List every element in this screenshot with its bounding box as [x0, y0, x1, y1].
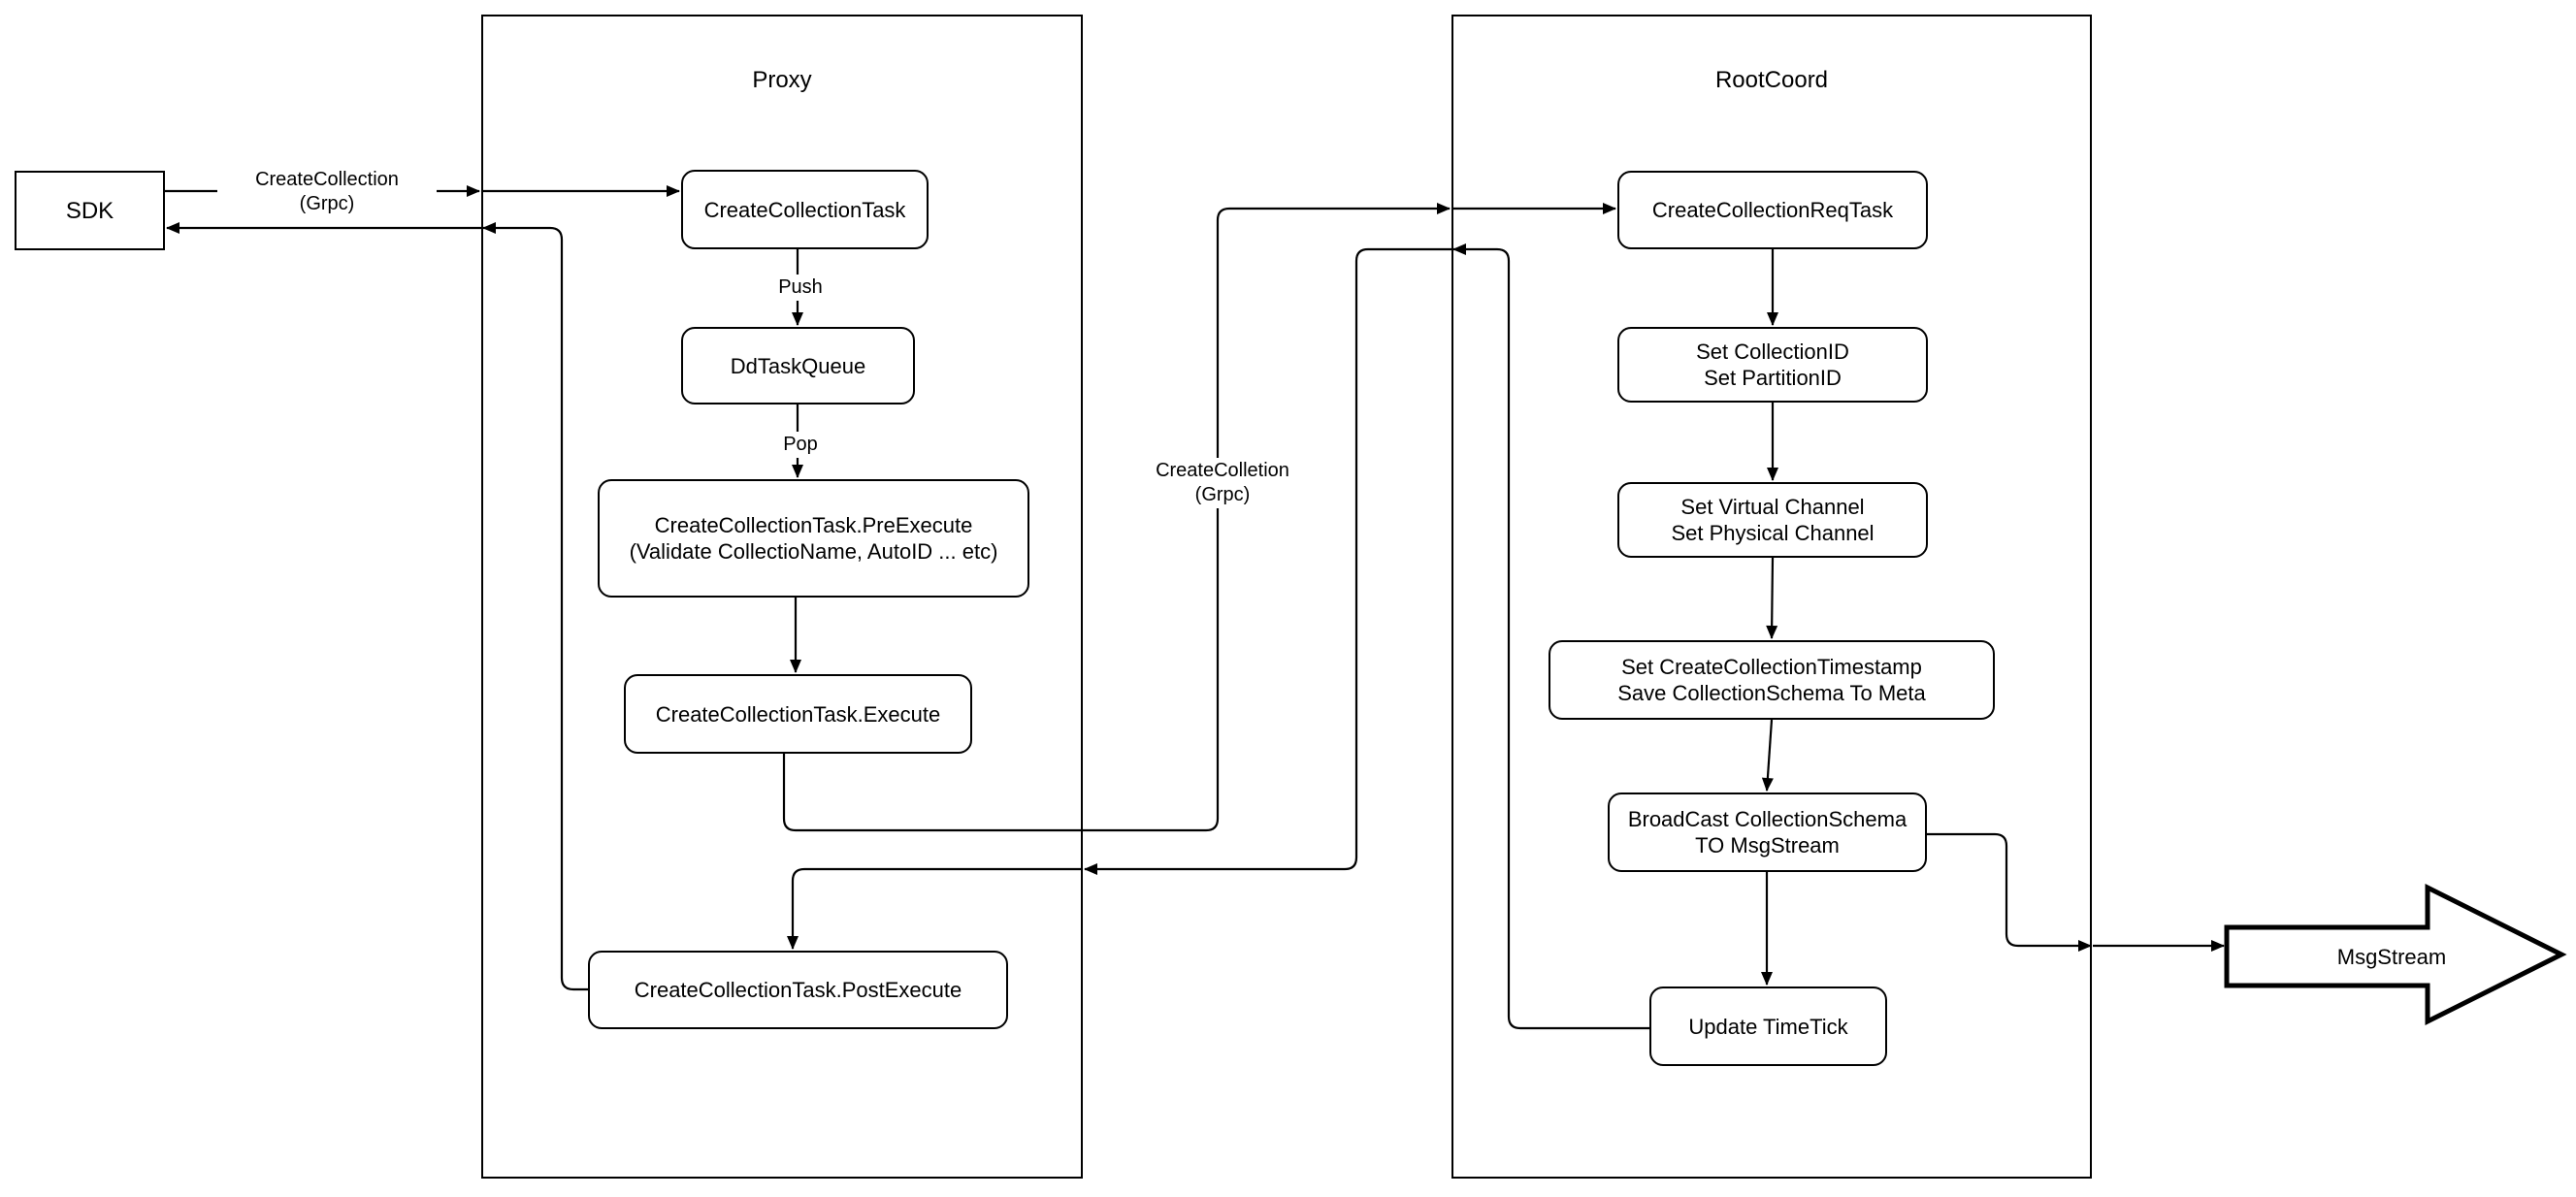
node-create-collection-req-task: CreateCollectionReqTask — [1617, 171, 1928, 249]
edge-label-sdk-request-line2: (Grpc) — [299, 193, 355, 214]
edge-execute-to-rootcoord-border — [782, 203, 1451, 832]
edge-broadcast-to-border — [1927, 832, 2092, 952]
rootcoord-container-title: RootCoord — [1714, 67, 1829, 93]
node-set-channels-line1: Set Virtual Channel — [1680, 495, 1865, 519]
node-post-execute-label: CreateCollectionTask.PostExecute — [634, 978, 962, 1002]
node-set-ids-line1: Set CollectionID — [1696, 340, 1849, 364]
edge-postexecute-response-to-border — [482, 222, 588, 991]
edge-label-sdk-request-line1: CreateCollection — [255, 169, 399, 190]
node-broadcast-line1: BroadCast CollectionSchema — [1627, 807, 1908, 831]
node-set-timestamp-line1: Set CreateCollectionTimestamp — [1621, 655, 1922, 679]
edge-label-sdk-request: CreateCollection (Grpc) — [217, 167, 437, 217]
edge-label-push: Push — [759, 275, 842, 301]
node-execute-label: CreateCollectionTask.Execute — [655, 701, 941, 727]
node-set-ids-line2: Set PartitionID — [1704, 366, 1842, 390]
node-execute: CreateCollectionTask.Execute — [624, 674, 972, 754]
edge-response-to-postexecute — [787, 867, 1083, 950]
node-set-channels-line2: Set Physical Channel — [1671, 521, 1875, 545]
node-set-timestamp: Set CreateCollectionTimestamp Save Colle… — [1549, 640, 1995, 720]
node-set-channels: Set Virtual Channel Set Physical Channel — [1617, 482, 1928, 558]
edge-label-proxy-request: CreateColletion (Grpc) — [1113, 458, 1332, 508]
msgstream-arrow-shape — [2224, 883, 2567, 1026]
node-set-timestamp-line2: Save CollectionSchema To Meta — [1617, 681, 1926, 705]
edge-label-proxy-request-line1: CreateColletion — [1156, 460, 1289, 481]
node-pre-execute-line1: CreateCollectionTask.PreExecute — [654, 513, 973, 537]
node-create-collection-task-label: CreateCollectionTask — [703, 197, 906, 222]
node-sdk: SDK — [15, 171, 165, 250]
node-broadcast: BroadCast CollectionSchema TO MsgStream — [1608, 793, 1927, 872]
proxy-container-title: Proxy — [752, 67, 812, 93]
node-post-execute: CreateCollectionTask.PostExecute — [588, 951, 1008, 1029]
node-update-timetick: Update TimeTick — [1649, 987, 1887, 1066]
node-dd-task-queue: DdTaskQueue — [681, 327, 915, 404]
node-create-collection-task: CreateCollectionTask — [681, 170, 929, 249]
edge-timetick-to-rootcoord-border — [1452, 243, 1649, 1030]
msgstream-label: MsgStream — [2336, 945, 2447, 969]
edge-timestamp-to-broadcast — [1761, 719, 1774, 792]
node-create-collection-req-task-label: CreateCollectionReqTask — [1651, 198, 1894, 222]
node-pre-execute: CreateCollectionTask.PreExecute (Validat… — [598, 479, 1029, 598]
edge-label-pop: Pop — [759, 432, 842, 458]
node-update-timetick-label: Update TimeTick — [1688, 1014, 1848, 1039]
node-broadcast-line2: TO MsgStream — [1695, 833, 1840, 857]
edge-setchannels-to-timestamp — [1766, 557, 1778, 639]
node-sdk-label: SDK — [65, 197, 114, 224]
edge-response-to-proxy-border — [1084, 247, 1451, 875]
node-pre-execute-line2: (Validate CollectioName, AutoID ... etc) — [629, 539, 998, 564]
node-set-ids: Set CollectionID Set PartitionID — [1617, 327, 1928, 403]
node-dd-task-queue-label: DdTaskQueue — [730, 353, 866, 378]
edge-label-proxy-request-line2: (Grpc) — [1194, 484, 1251, 505]
